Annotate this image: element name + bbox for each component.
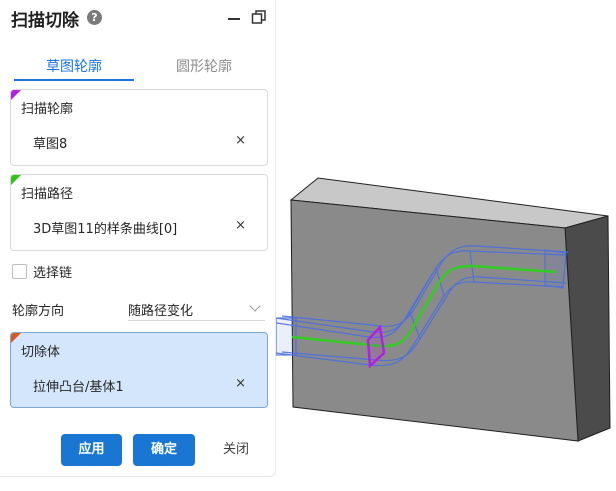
ok-button[interactable]: 确定 bbox=[133, 434, 195, 466]
minimize-icon[interactable] bbox=[228, 18, 240, 20]
sweep-tube bbox=[276, 245, 569, 367]
restore-window-icon[interactable] bbox=[251, 9, 267, 25]
cut-body-selector[interactable]: 切除体 拉伸凸台/基体1 × bbox=[10, 332, 268, 408]
sweep-profile-value: 草图8 bbox=[33, 137, 68, 152]
tab-circular-profile[interactable]: 圆形轮廓 bbox=[176, 59, 232, 75]
tab-sketch-profile[interactable]: 草图轮廓 bbox=[46, 59, 102, 75]
model-viewport[interactable] bbox=[276, 0, 616, 491]
profile-tabs: 草图轮廓 圆形轮廓 bbox=[14, 52, 264, 82]
select-chain-checkbox[interactable] bbox=[12, 264, 27, 279]
active-tab-indicator bbox=[14, 79, 134, 81]
apply-button[interactable]: 应用 bbox=[61, 434, 122, 466]
cut-body-label: 切除体 bbox=[21, 345, 61, 360]
help-icon[interactable]: ? bbox=[87, 10, 102, 25]
clear-path-icon[interactable]: × bbox=[235, 218, 246, 233]
sweep-path-label: 扫描路径 bbox=[21, 187, 74, 202]
sweep-cut-panel: 扫描切除 ? 草图轮廓 圆形轮廓 扫描轮廓 草图8 × 扫描路径 3D草图11的… bbox=[0, 0, 276, 477]
panel-title: 扫描切除 bbox=[11, 11, 79, 31]
cut-body-color-marker bbox=[11, 333, 21, 343]
close-button[interactable]: 关闭 bbox=[222, 442, 249, 457]
sweep-profile-selector[interactable]: 扫描轮廓 草图8 × bbox=[10, 89, 268, 166]
profile-direction-label: 轮廓方向 bbox=[12, 304, 65, 319]
sweep-path-selector[interactable]: 扫描路径 3D草图11的样条曲线[0] × bbox=[10, 174, 268, 251]
path-color-marker bbox=[11, 175, 21, 185]
sweep-path-curve bbox=[291, 264, 557, 348]
profile-color-marker bbox=[11, 90, 21, 100]
profile-direction-value: 随路径变化 bbox=[128, 304, 194, 319]
block-front-face bbox=[290, 199, 579, 442]
clear-cut-body-icon[interactable]: × bbox=[235, 376, 246, 391]
sweep-profile-shape bbox=[366, 324, 386, 369]
sweep-path-value: 3D草图11的样条曲线[0] bbox=[33, 222, 178, 237]
sweep-profile-label: 扫描轮廓 bbox=[21, 102, 74, 117]
select-chain-label: 选择链 bbox=[33, 266, 73, 281]
profile-direction-select[interactable]: 随路径变化 bbox=[128, 300, 265, 321]
clear-profile-icon[interactable]: × bbox=[235, 133, 246, 148]
chevron-down-icon bbox=[249, 300, 261, 312]
cut-body-value: 拉伸凸台/基体1 bbox=[33, 380, 124, 395]
